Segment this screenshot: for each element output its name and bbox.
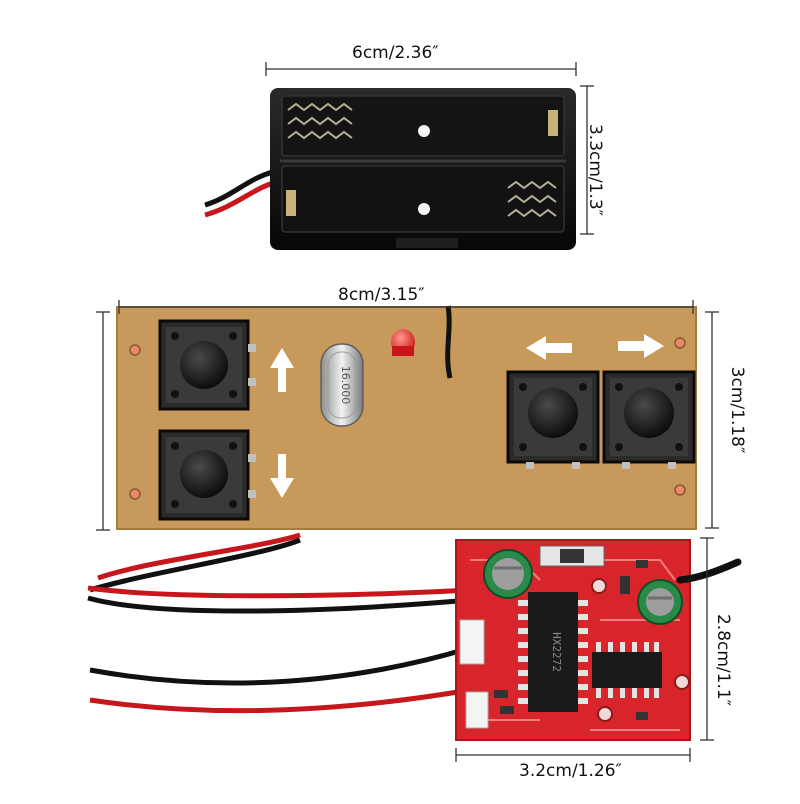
left-arrow-icon [526, 336, 572, 360]
battery-spring-bottom [507, 180, 557, 218]
battery-width-label: 6cm/2.36″ [352, 43, 439, 63]
slide-switch [539, 545, 605, 567]
chip-label: HX2272 [550, 632, 563, 672]
capacitor-right [637, 579, 683, 625]
driver-chip [592, 642, 662, 698]
capacitor-left [483, 549, 533, 599]
wire-connector-top [459, 619, 485, 665]
remote-pcb: 16.000 [116, 305, 697, 530]
down-arrow-icon [270, 454, 294, 498]
antenna-wire [445, 305, 453, 379]
up-arrow-icon [270, 348, 294, 392]
right-push-button [602, 370, 696, 469]
remote-height-label: 3cm/1.18″ [727, 366, 747, 454]
remote-height-dimension-left [96, 311, 110, 531]
crystal-label: 16.000 [339, 366, 352, 405]
down-push-button [158, 429, 256, 521]
battery-spring-top [287, 102, 353, 140]
left-push-button [506, 370, 600, 469]
receiver-height-dimension [700, 537, 714, 741]
wire-connector-bottom [465, 691, 489, 729]
receiver-antenna [676, 558, 742, 584]
remote-height-dimension [705, 311, 719, 529]
receiver-board: HX2272 [455, 539, 742, 741]
battery-holder [204, 88, 576, 250]
remote-width-label: 8cm/3.15″ [338, 285, 425, 305]
crystal-oscillator: 16.000 [320, 343, 364, 427]
battery-height-dimension [580, 85, 594, 235]
battery-width-dimension [265, 62, 577, 76]
decoder-chip: HX2272 [518, 592, 588, 712]
remote-width-dimension [118, 300, 694, 314]
receiver-width-dimension [455, 748, 691, 762]
red-led [391, 329, 415, 356]
receiver-width-label: 3.2cm/1.26″ [519, 761, 622, 781]
receiver-wires [87, 532, 471, 714]
right-arrow-icon [618, 334, 664, 358]
receiver-height-label: 2.8cm/1.1″ [713, 613, 733, 707]
up-push-button [158, 319, 256, 411]
battery-height-label: 3.3cm/1.3″ [585, 123, 605, 217]
